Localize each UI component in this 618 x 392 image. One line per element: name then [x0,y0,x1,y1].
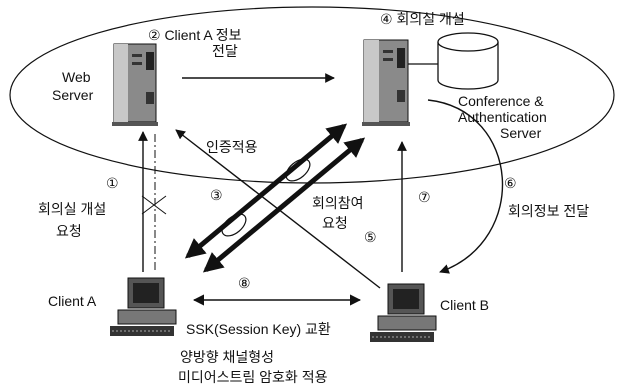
channel-ring-lower [221,213,247,237]
step2-label-line2: 전달 [212,43,238,59]
channel-label: 양방향 채널형성 [180,349,274,365]
secure-channel-arrow-2 [202,137,366,273]
client-b-computer-icon [370,283,437,342]
database-icon [437,32,499,90]
step2-label: ② Client A 정보 [148,27,242,43]
encrypt-label: 미디어스트림 암호화 적용 [178,369,328,385]
step5-label: ⑤ [364,229,377,245]
step7-label: ⑦ [418,189,431,205]
web-server-label-2: Server [52,87,94,103]
conf-server-label-2: Authentication [458,109,547,125]
conference-server-icon [362,39,410,126]
step4-label: ④ 회의실 개설 [380,11,465,27]
step3-label: ③ [210,187,223,203]
join-request-label-2: 요청 [322,215,348,231]
step6-label: ⑥ [504,175,517,191]
auth-label: 인증적용 [206,139,258,155]
open-request-label-2: 요청 [56,223,82,239]
web-server-label-1: Web [62,69,91,85]
arrow-conference-info-transfer [427,99,504,274]
conf-server-label-3: Server [500,125,542,141]
conf-info-label: 회의정보 전달 [508,203,589,219]
open-request-label-1: 회의실 개설 [38,201,106,217]
client-a-computer-icon [110,277,177,336]
client-a-label: Client A [48,293,97,309]
link-blocked-mark [141,195,167,215]
channel-ring-upper [285,158,311,182]
conf-server-label-1: Conference & [458,93,544,109]
web-server-icon [112,43,158,126]
step8-label: ⑧ [238,275,251,291]
ssk-label: SSK(Session Key) 교환 [186,321,331,337]
client-b-label: Client B [440,297,489,313]
step1-label: ① [106,175,119,191]
join-request-label-1: 회의참여 [312,195,364,211]
